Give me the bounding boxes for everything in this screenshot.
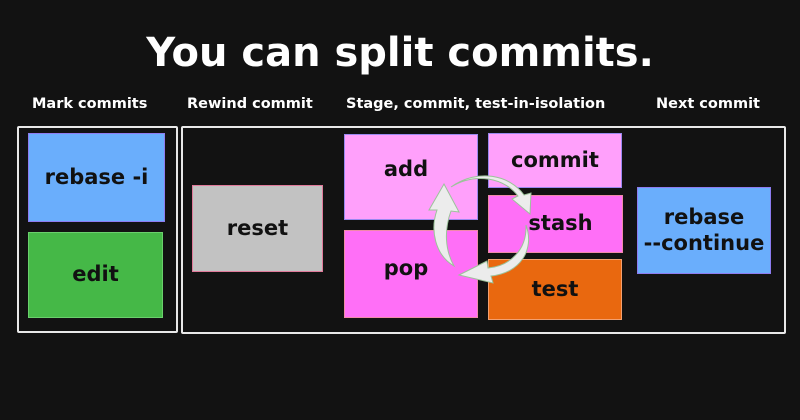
stash-box: stash	[488, 195, 623, 253]
rebase-continue-line2: --continue	[643, 230, 765, 255]
commit-box: commit	[488, 133, 622, 188]
label-mark-commits: Mark commits	[32, 96, 148, 112]
mark-commits-frame	[17, 126, 178, 333]
label-rewind-commit: Rewind commit	[187, 96, 313, 112]
edit-box: edit	[28, 232, 163, 318]
arrow-add-to-stash-icon	[450, 175, 532, 216]
label-stage-commit-test: Stage, commit, test-in-isolation	[346, 96, 606, 112]
arrow-stash-to-pop-icon	[457, 224, 530, 284]
reset-box: reset	[192, 185, 323, 272]
rebase-continue-box: rebase --continue	[637, 187, 771, 274]
page-title: You can split commits.	[146, 30, 654, 76]
arrow-pop-to-add-icon	[428, 182, 460, 268]
main-frame	[181, 126, 786, 334]
pop-box: pop	[344, 230, 478, 318]
rebase-continue-line1: rebase	[663, 205, 745, 230]
label-next-commit: Next commit	[656, 96, 760, 112]
rebase-i-box: rebase -i	[28, 133, 165, 222]
